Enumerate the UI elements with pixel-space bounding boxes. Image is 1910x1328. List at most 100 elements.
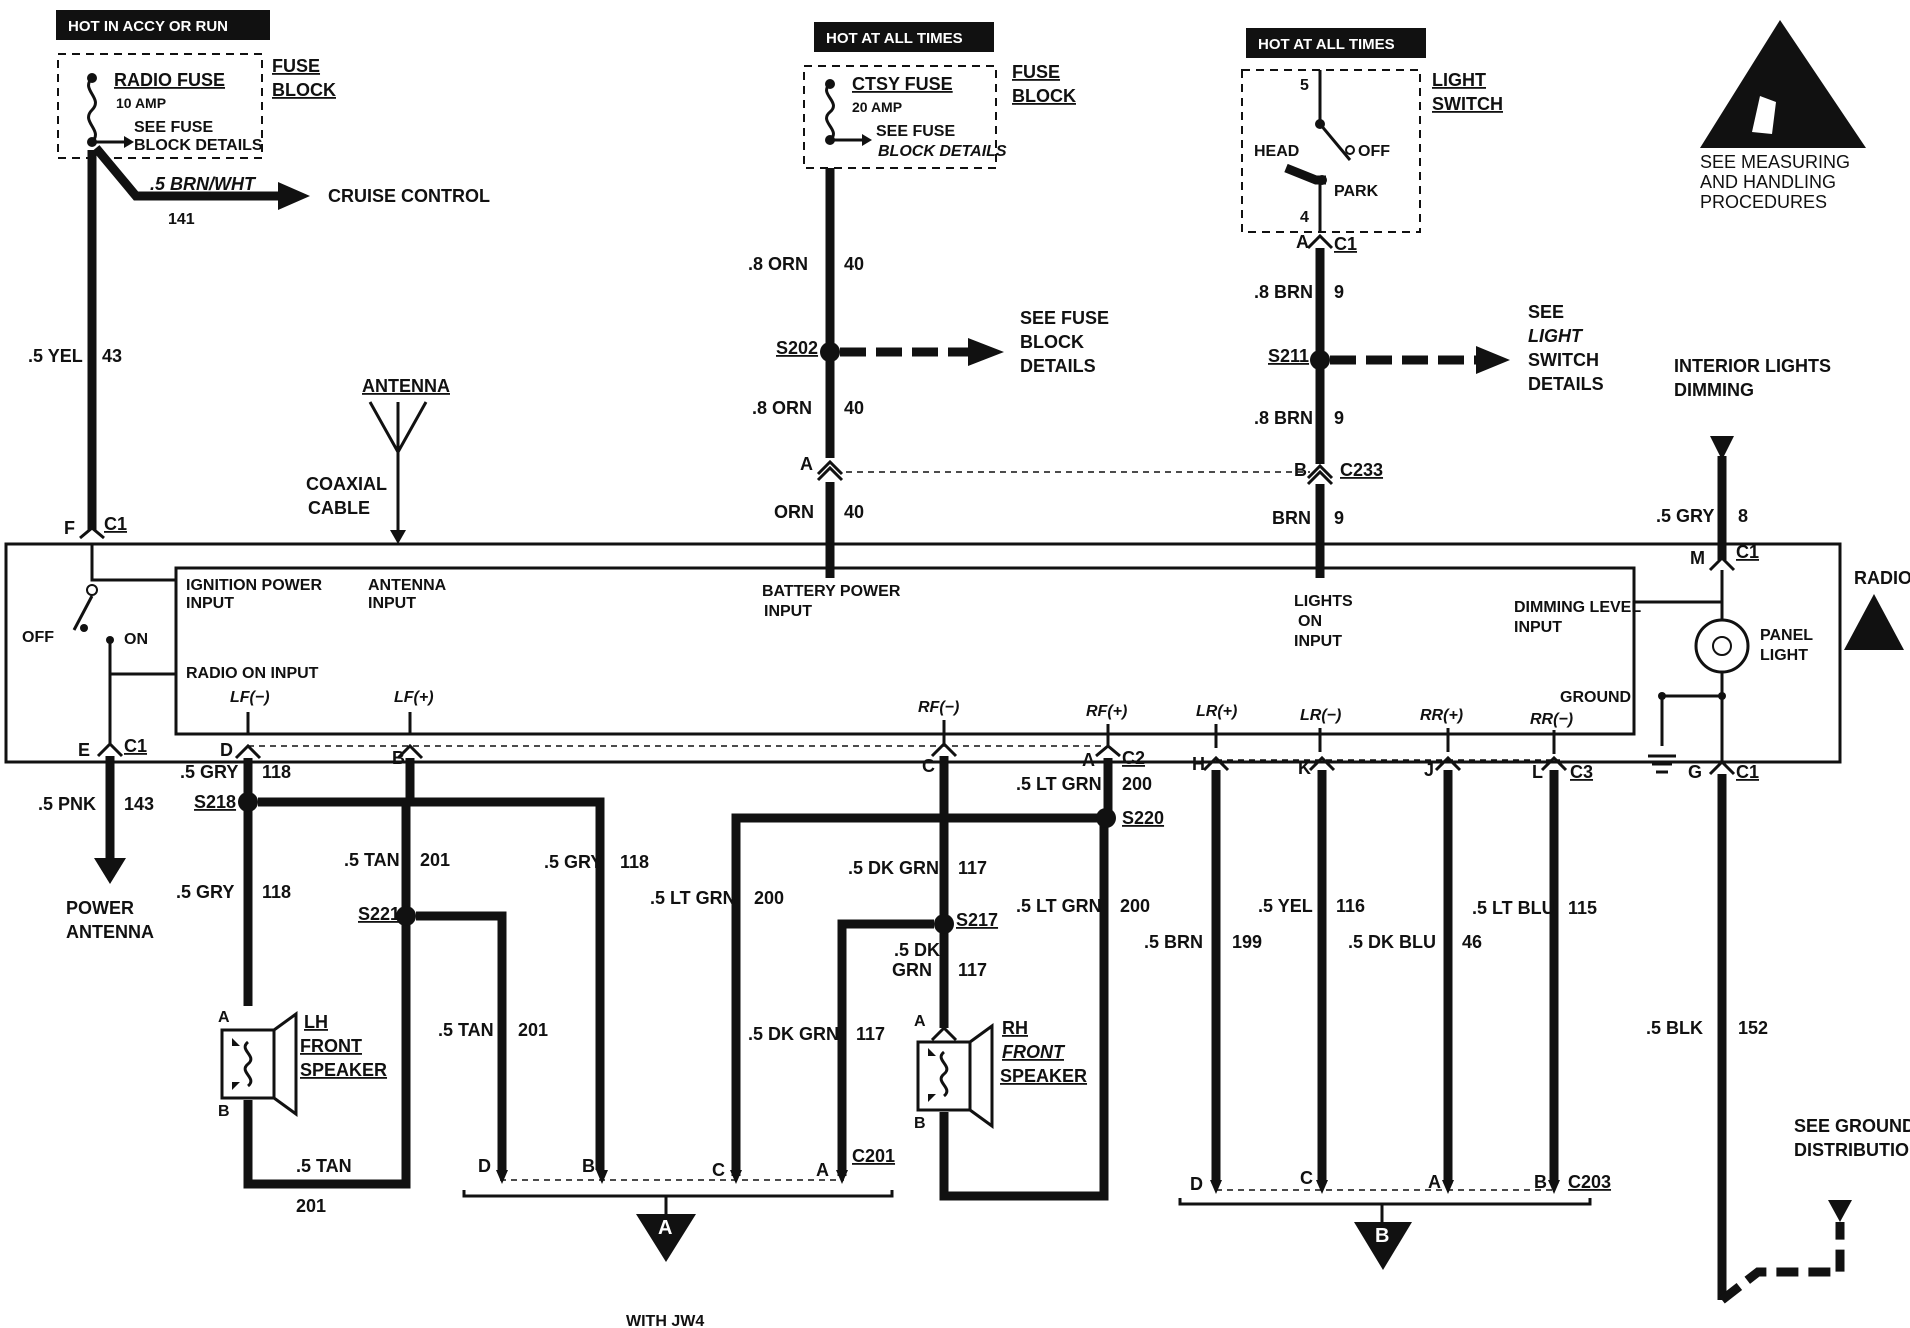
radio-on-wire — [108, 640, 176, 744]
ctsy-fuse-block-box — [803, 65, 997, 169]
bat-input-1: BATTERY POWER — [762, 583, 901, 600]
splice-s217 — [934, 914, 954, 934]
blk-dash-wire — [1719, 1222, 1845, 1304]
rh-speaker-arrows — [928, 1048, 936, 1102]
see-fuse-2: SEE FUSE — [876, 123, 955, 140]
esd-triangle-icon — [1700, 20, 1866, 148]
ls-head: HEAD — [1254, 143, 1299, 160]
wire-200-c: 200 — [1120, 896, 1150, 916]
pin-k: K — [1298, 758, 1311, 778]
wire-117-a: 117 — [958, 858, 987, 878]
hot-all-label-2: HOT AT ALL TIMES — [1258, 36, 1395, 53]
c1-e: C1 — [124, 736, 147, 756]
see-fbd-2: BLOCK — [1020, 332, 1084, 352]
ctsy-fuse-name: CTSY FUSE — [852, 74, 953, 94]
wire-152: 152 — [1738, 1018, 1768, 1038]
wire-118-a: 118 — [262, 762, 291, 782]
rh-3: SPEAKER — [1000, 1066, 1087, 1086]
cruise-control-label: CRUISE CONTROL — [328, 186, 490, 206]
pin-a-c2-connector — [1095, 744, 1121, 758]
c203-bracket — [1178, 1198, 1592, 1206]
wire-43: 43 — [102, 346, 122, 366]
s220-label: S220 — [1122, 808, 1164, 828]
ign-switch-blade — [72, 595, 94, 631]
wire-5-yel-b: .5 YEL — [1258, 896, 1313, 916]
lr-minus: LR(−) — [1300, 707, 1341, 724]
antenna-label: ANTENNA — [362, 376, 450, 396]
pin-l-connector — [1540, 755, 1568, 772]
ls-blade — [1318, 123, 1352, 161]
radio-unit: RADIO OFF ON RADIO ON INPUT IGNITION POW… — [4, 542, 1910, 774]
wire-8-orn-a: .8 ORN — [748, 254, 808, 274]
wire-orn: ORN — [774, 502, 814, 522]
wire-8-brn-b: .8 BRN — [1254, 408, 1313, 428]
hot-all-label-box-2 — [1246, 28, 1426, 58]
wire-40-a: 40 — [844, 254, 864, 274]
c203-c: C — [1300, 1168, 1313, 1188]
c233-label: C233 — [1340, 460, 1383, 480]
ant-input-2: INPUT — [368, 595, 416, 612]
wire-5-lt-grn-b: .5 LT GRN — [1016, 774, 1102, 794]
pin-l: L — [1532, 762, 1543, 782]
radio-fuse-group: HOT IN ACCY OR RUN FUSE BLOCK RADIO FUSE… — [28, 10, 490, 540]
wire-40-b: 40 — [844, 398, 864, 418]
ls-off-dot — [1345, 145, 1355, 155]
see-fuse-1: SEE FUSE — [134, 119, 213, 136]
see-fbd-1: SEE FUSE — [1020, 308, 1109, 328]
pin-g: G — [1688, 762, 1702, 782]
wire-5-dk: .5 DK — [894, 940, 940, 960]
lh-speaker-bottom-wire — [243, 798, 411, 1189]
with-option-label: WITH JW4 — [626, 1313, 704, 1328]
internal-stubs — [246, 712, 1556, 754]
ls-pin-a: A — [1296, 232, 1309, 252]
pin-f-connector — [79, 526, 105, 540]
ls-pin-4: 4 — [1300, 209, 1309, 226]
antenna-symbol — [368, 401, 428, 540]
wire-5-lt-grn-a: .5 LT GRN — [650, 888, 736, 908]
cruise-wire — [92, 145, 280, 201]
ltgrn-200-wire — [731, 813, 1104, 1176]
pin-b-connector — [396, 743, 424, 760]
radio-fuse-amp: 10 AMP — [116, 95, 166, 111]
splice-s202 — [820, 342, 840, 362]
wire-5-gry-c: .5 GRY — [544, 852, 602, 872]
tri-b: B — [1375, 1225, 1389, 1247]
conn-b-symbol — [1306, 463, 1334, 486]
pin-c-connector — [930, 741, 958, 758]
wire-46: 46 — [1462, 932, 1482, 952]
ign-switch-off — [80, 624, 88, 632]
lh-1: LH — [304, 1012, 328, 1032]
see-ls-4: DETAILS — [1528, 374, 1604, 394]
s211-label: S211 — [1268, 346, 1309, 366]
light-switch-box — [1241, 69, 1421, 233]
wire-5-lt-blu: .5 LT BLU — [1472, 898, 1555, 918]
ground-group: G C1 .5 BLK 152 SEE GROUND DISTRIBUTION — [1646, 759, 1910, 1304]
s217-branch — [837, 919, 934, 1176]
wire-5-gry-b: .5 GRY — [176, 882, 234, 902]
rf-group: .5 LT GRN 200 C .5 DK GRN 117 S217 .5 DK… — [650, 741, 1164, 1201]
pin-j-connector — [1434, 755, 1462, 772]
c201-b: B — [582, 1156, 595, 1176]
wire-200-a: 200 — [754, 888, 784, 908]
c201-a: A — [816, 1160, 829, 1180]
dimming-group: INTERIOR LIGHTS DIMMING .5 GRY 8 M C1 — [1656, 356, 1831, 572]
esd-hand-icon — [1752, 96, 1776, 134]
wire-5-tan-a: .5 TAN — [344, 850, 400, 870]
c1-f: C1 — [104, 514, 127, 534]
wire-201-a: 201 — [420, 850, 450, 870]
splice-s218 — [238, 792, 258, 812]
wire-5-dk-grn-b: .5 DK GRN — [748, 1024, 839, 1044]
rr-plus: RR(+) — [1420, 707, 1463, 724]
pin-h: H — [1192, 754, 1205, 774]
light-switch-group: HOT AT ALL TIMES LIGHT SWITCH 5 HEAD OFF… — [1241, 28, 1604, 578]
panel-light-filament — [1712, 636, 1732, 656]
wire-118-c: 118 — [620, 852, 649, 872]
rr-minus: RR(−) — [1530, 711, 1573, 728]
wire-5-dk-blu: .5 DK BLU — [1348, 932, 1436, 952]
ls-connector — [1306, 233, 1334, 250]
lr-plus: LR(+) — [1196, 703, 1237, 720]
dim-input-1: DIMMING LEVEL — [1514, 599, 1641, 616]
power-antenna-group: E C1 .5 PNK 143 POWER ANTENNA — [38, 736, 154, 942]
s218-label: S218 — [194, 792, 236, 812]
see-ls-2: LIGHT — [1528, 326, 1584, 346]
